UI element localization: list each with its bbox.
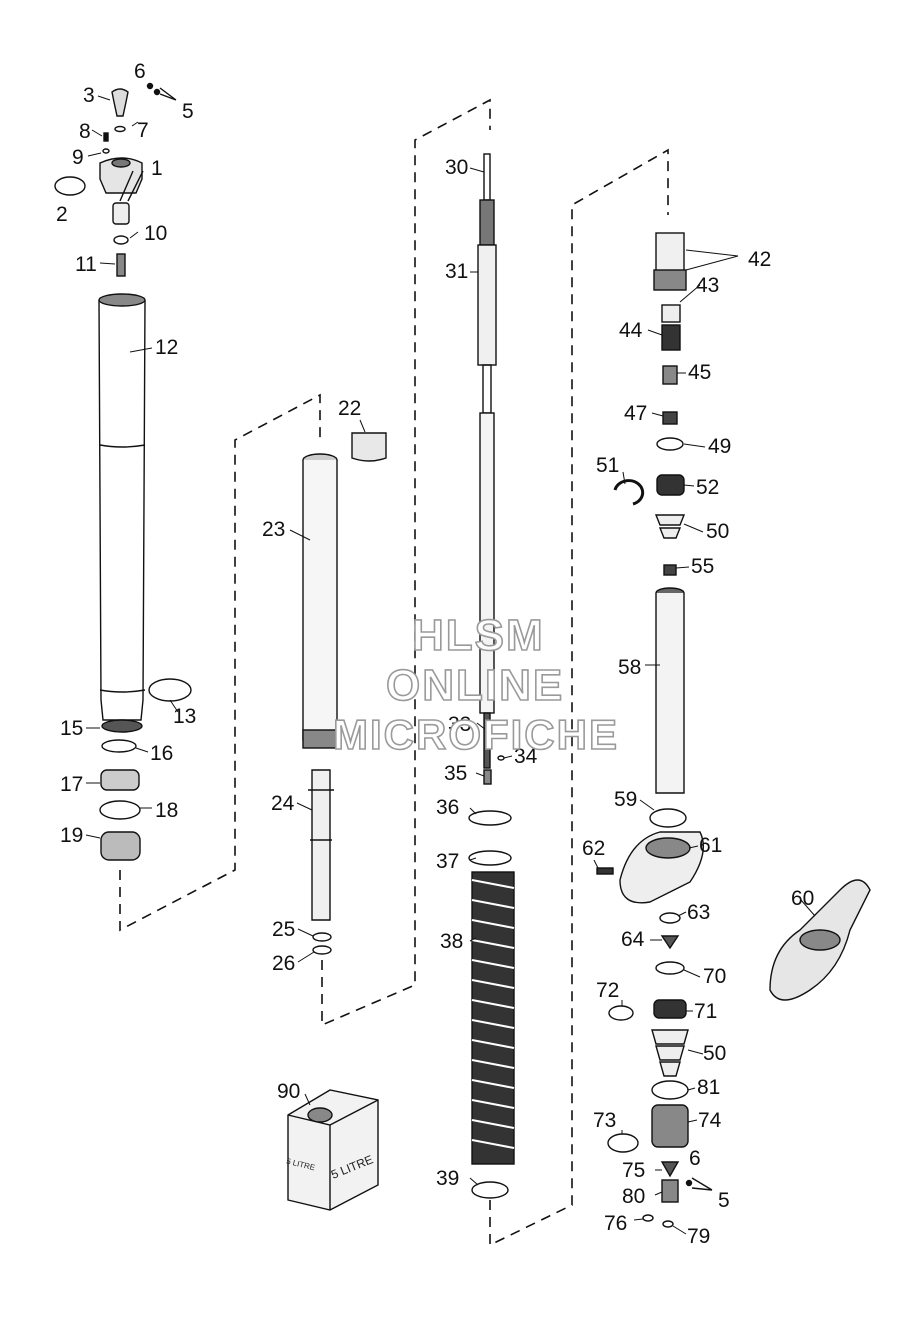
watermark-line-1: HLSM [411, 611, 545, 660]
part-label-72: 72 [596, 979, 620, 1002]
inner-tube [302, 432, 387, 749]
part-label-50-lower: 50 [703, 1042, 727, 1065]
part-label-12: 12 [155, 336, 179, 359]
part-label-71: 71 [694, 1000, 718, 1023]
part-label-7: 7 [137, 119, 149, 142]
dashed-group-outlines [119, 98, 669, 1247]
part-label-18: 18 [155, 799, 179, 822]
part-label-73: 73 [593, 1109, 617, 1132]
part-label-49: 49 [708, 435, 732, 458]
oil-can-icon [287, 1089, 379, 1211]
part-label-64: 64 [621, 928, 645, 951]
part-label-25: 25 [272, 918, 296, 941]
piston-rod [477, 153, 505, 785]
part-label-81: 81 [697, 1076, 721, 1099]
part-label-22: 22 [338, 397, 362, 420]
part-label-5: 5 [182, 100, 194, 123]
part-label-43: 43 [696, 274, 720, 297]
part-label-38: 38 [440, 930, 464, 953]
watermark-line-3: MICROFICHE [332, 711, 619, 758]
part-label-55: 55 [691, 555, 715, 578]
part-label-30: 30 [445, 156, 469, 179]
cap-assembly [54, 82, 177, 277]
leader-lines [85, 95, 816, 1235]
part-label-16: 16 [150, 742, 174, 765]
outer-tube [98, 293, 146, 733]
part-label-39: 39 [436, 1167, 460, 1190]
part-label-13: 13 [173, 705, 197, 728]
part-label-26: 26 [272, 952, 296, 975]
part-label-70: 70 [703, 965, 727, 988]
part-label-37: 37 [436, 850, 460, 873]
damper-tube [308, 769, 334, 955]
fork-clamps [596, 831, 871, 1001]
part-label-58: 58 [618, 656, 642, 679]
part-label-80: 80 [622, 1185, 646, 1208]
part-label-17: 17 [60, 773, 84, 796]
part-label-5-lower: 5 [718, 1189, 730, 1212]
part-label-33: 33 [448, 713, 472, 736]
part-label-19: 19 [60, 824, 84, 847]
part-label-60: 60 [791, 887, 815, 910]
part-label-79: 79 [687, 1225, 711, 1248]
part-label-35: 35 [444, 762, 468, 785]
part-label-31: 31 [445, 260, 469, 283]
part-label-11: 11 [75, 253, 97, 276]
part-label-76: 76 [604, 1212, 628, 1235]
part-label-61: 61 [699, 834, 723, 857]
part-label-50-upper: 50 [706, 520, 730, 543]
part-label-2: 2 [56, 203, 68, 226]
part-label-90: 90 [277, 1080, 301, 1103]
part-label-42: 42 [748, 248, 772, 271]
part-label-1: 1 [151, 157, 163, 180]
cartridge-assembly [613, 232, 687, 828]
part-label-52: 52 [696, 476, 720, 499]
part-label-8: 8 [79, 120, 91, 143]
part-label-59: 59 [614, 788, 638, 811]
part-label-51: 51 [596, 454, 620, 477]
base-valve-stack [607, 912, 713, 1228]
part-label-6-lower: 6 [689, 1147, 701, 1170]
fork-spring [468, 810, 515, 1199]
part-label-23: 23 [262, 518, 286, 541]
part-label-74: 74 [698, 1109, 722, 1132]
watermark-line-2: ONLINE [385, 661, 565, 710]
part-label-36: 36 [436, 796, 460, 819]
lower-seals [99, 678, 192, 861]
part-label-63: 63 [687, 901, 711, 924]
part-label-75: 75 [622, 1159, 646, 1182]
part-label-62: 62 [582, 837, 606, 860]
part-label-34: 34 [514, 745, 538, 768]
part-label-3: 3 [83, 84, 95, 107]
part-label-10: 10 [144, 222, 168, 245]
part-label-47: 47 [624, 402, 648, 425]
part-label-15: 15 [60, 717, 84, 740]
part-label-6: 6 [134, 60, 146, 83]
part-label-45: 45 [688, 361, 712, 384]
part-label-44: 44 [619, 319, 643, 342]
part-label-9: 9 [72, 146, 84, 169]
part-label-24: 24 [271, 792, 295, 815]
